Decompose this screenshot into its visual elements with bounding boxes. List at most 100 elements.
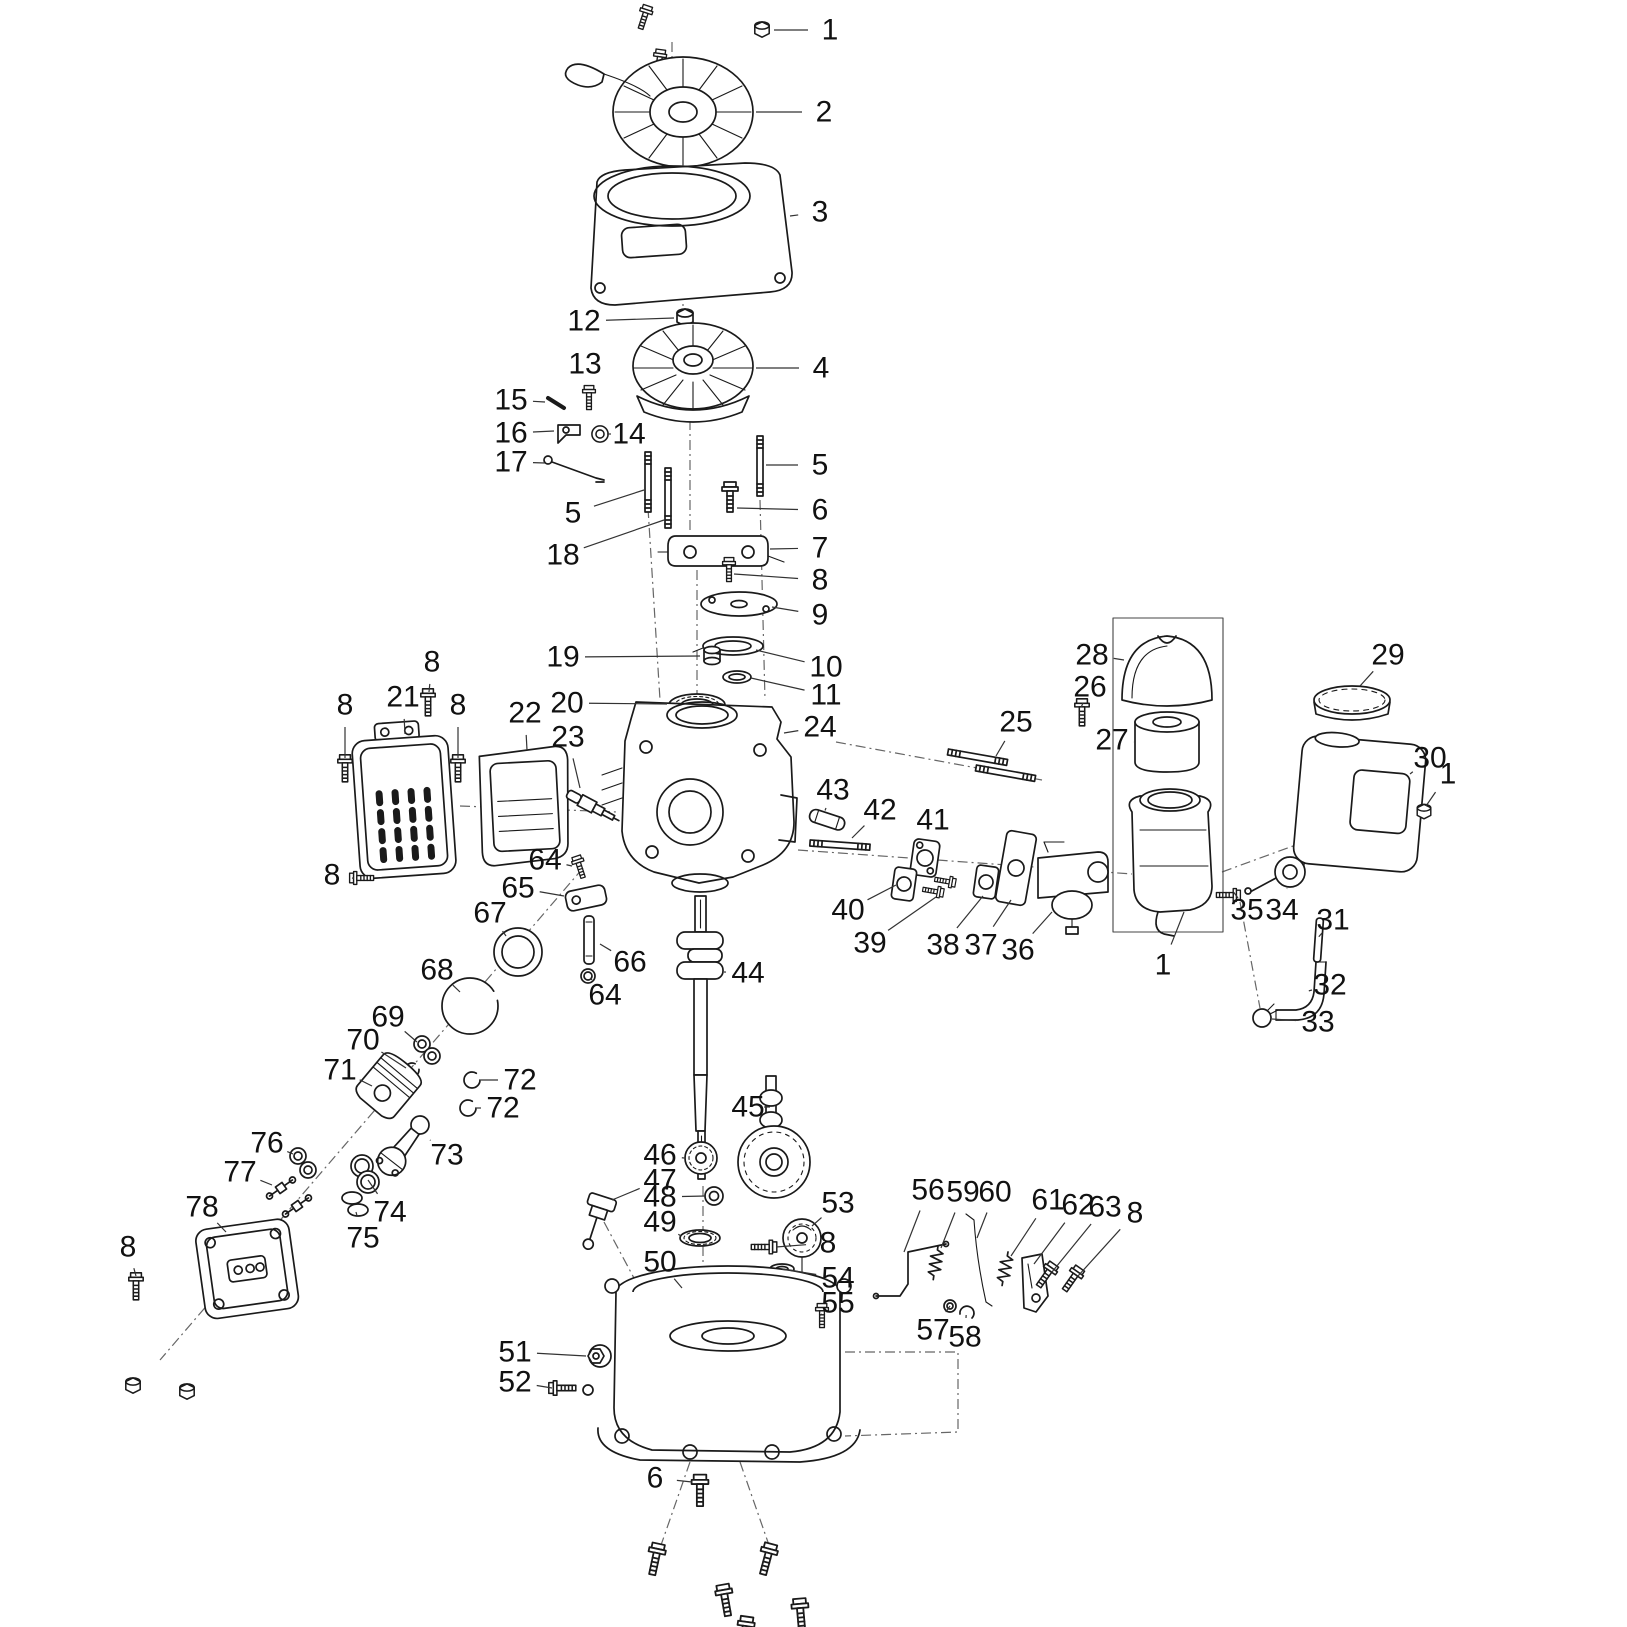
bracket-62 [1021,1253,1049,1313]
callout-label-13-4: 13 [568,348,601,381]
leader-line-15-6 [532,400,546,403]
callout-label-57-86: 57 [916,1314,949,1347]
leader-line-28-28 [1113,657,1125,661]
oil-sump [588,1265,861,1463]
spring-59 [926,1244,945,1282]
seal-67 [493,927,543,977]
drain-bolt-52 [548,1380,594,1396]
flywheel [632,322,754,423]
callout-label-70-58: 70 [346,1024,379,1057]
callout-label-47-67: 47 [643,1164,676,1197]
fuel-cap [1313,685,1391,721]
flange-nut-bl-b [179,1383,195,1400]
cylinder-block [601,701,798,893]
leader-line-54-83 [781,1268,817,1276]
bolt-8-muffler-right [450,754,466,783]
callout-label-20-20: 20 [550,687,583,720]
leader-line-7-14 [769,547,799,550]
plate-9 [700,591,778,617]
leader-line-33-57 [1271,1018,1297,1022]
connecting-rod-73 [375,1115,430,1177]
callout-label-72-61: 72 [486,1092,519,1125]
callout-label-3-2: 3 [812,196,829,229]
callout-label-60-73: 60 [978,1176,1011,1209]
leader-line-48-68 [681,1195,707,1198]
callout-label-63-76: 63 [1088,1191,1121,1224]
callout-label-64-54: 64 [588,979,621,1012]
leader-line-52-89 [536,1384,553,1389]
callout-label-46-65: 46 [643,1139,676,1172]
callout-label-9-16: 9 [812,599,829,632]
leader-line-65-40 [539,891,565,897]
callout-label-69-56: 69 [371,1001,404,1034]
leader-line-23-27 [572,758,581,789]
callout-label-72-60: 72 [503,1064,536,1097]
callout-label-34-43: 34 [1265,894,1298,927]
callout-label-76-64: 76 [250,1127,283,1160]
callout-label-44-53: 44 [731,957,764,990]
throttle-rod-56 [872,1240,950,1300]
leader-line-76-64 [287,1151,294,1155]
callout-label-64-39: 64 [528,844,561,877]
heat-shield [478,745,569,867]
callout-label-39-46: 39 [853,927,886,960]
callout-label-41-37: 41 [916,804,949,837]
leader-line-75-80 [355,1211,358,1217]
leader-line-12-3 [605,317,675,321]
leader-line-71-59 [359,1079,373,1087]
bolt-8-governor [750,1239,778,1255]
bolt-8-linkage [1057,1263,1087,1296]
governor-arm-17 [543,455,605,483]
air-cleaner-group-box [1112,617,1224,933]
stud-5-left [644,451,652,513]
callout-label-8-25: 8 [450,689,467,722]
callout-label-5-11: 5 [565,497,582,530]
callout-label-16-7: 16 [494,417,527,450]
flange-nut-tank [1416,803,1432,820]
callout-label-4-5: 4 [813,352,830,385]
callout-label-31-45: 31 [1316,904,1349,937]
ring-11 [722,670,752,684]
leader-line-38-47 [956,895,984,929]
leader-line-66-50 [599,943,612,952]
callout-label-42-36: 42 [863,794,896,827]
air-filter-element [1134,711,1200,773]
callout-label-10-18: 10 [809,651,842,684]
stud-18 [664,467,672,529]
leader-line-8-15 [733,573,799,580]
callout-label-54-83: 54 [821,1262,854,1295]
recoil-starter [564,56,754,168]
air-filter-cover [1121,635,1213,707]
leader-line-57-86 [945,1305,951,1313]
governor-gear-53 [782,1218,822,1273]
callout-label-8-24: 8 [337,689,354,722]
fuel-hose-32 [1275,961,1327,1021]
callout-label-68-52: 68 [420,954,453,987]
timing-gear-46 [684,1141,718,1175]
callout-label-17-9: 17 [494,446,527,479]
piston-71 [355,1052,423,1120]
fuel-tank [1292,731,1427,874]
bolt-13 [581,384,597,411]
leader-line-47-67 [611,1187,640,1201]
ring-68 [441,977,499,1035]
leader-line-63-76 [1051,1223,1092,1273]
callout-label-14-8: 14 [612,418,645,451]
callout-label-15-6: 15 [494,384,527,417]
callout-label-26-29: 26 [1073,671,1106,704]
leader-line-40-41 [867,884,897,901]
callout-label-27-30: 27 [1095,724,1128,757]
leader-line-8-77 [1077,1228,1121,1277]
leader-line-51-88 [536,1352,587,1357]
callout-label-37-48: 37 [964,929,997,962]
oil-plug-51 [587,1348,605,1364]
spark-plug [565,789,620,822]
leader-line-43-35 [824,807,827,811]
intake-hose-43 [808,808,846,831]
callout-label-33-57: 33 [1301,1006,1334,1039]
callout-label-22-26: 22 [508,697,541,730]
crankshaft [676,895,724,1180]
leader-line-19-17 [584,655,701,658]
leader-line-49-70 [677,1233,682,1237]
callout-label-71-59: 71 [323,1054,356,1087]
